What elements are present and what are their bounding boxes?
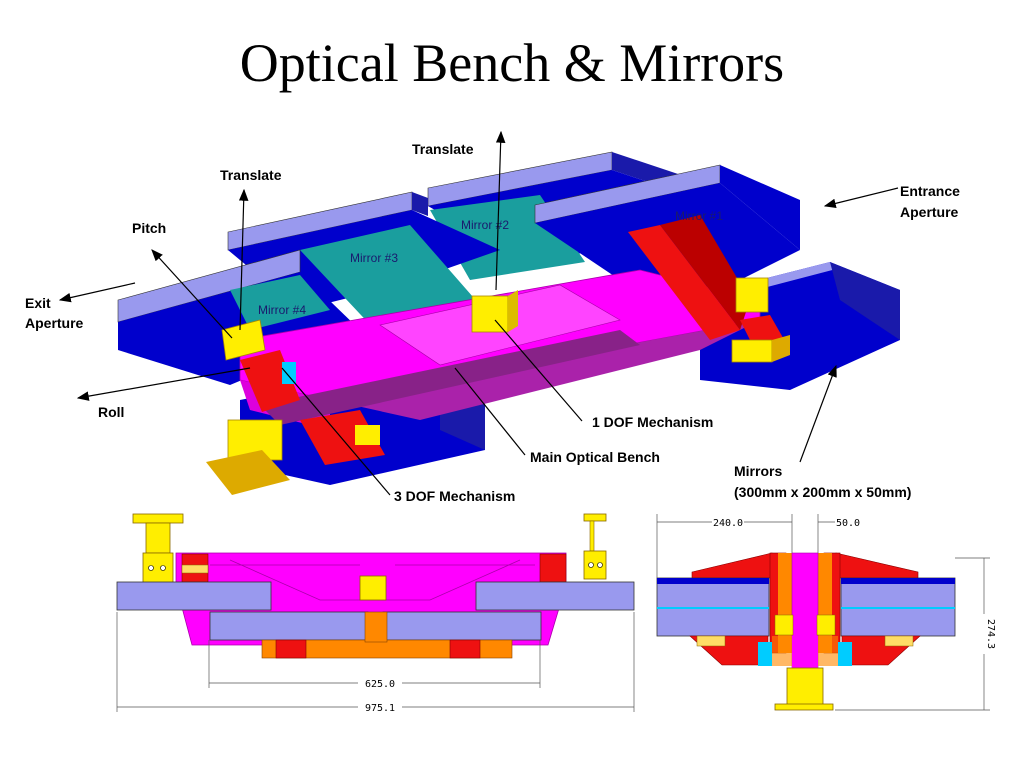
translate-left-label: Translate bbox=[220, 167, 282, 183]
1dof-mechanism bbox=[471, 290, 518, 333]
3dof-mechanism-label: 3 DOF Mechanism bbox=[394, 488, 515, 504]
page-title: Optical Bench & Mirrors bbox=[239, 33, 785, 93]
callout-labels: Translate Translate Pitch Exit Aperture … bbox=[25, 141, 960, 504]
mirror-4-label: Mirror #4 bbox=[258, 303, 306, 317]
dim-975: 975.1 bbox=[365, 703, 395, 714]
mirror-3-label: Mirror #3 bbox=[350, 251, 398, 265]
dim-274: 274.3 bbox=[985, 619, 996, 649]
callout-lines bbox=[58, 130, 899, 496]
front-elevation-view: 625.0 975.1 bbox=[116, 513, 635, 714]
left-3dof-mechanism bbox=[206, 319, 385, 495]
right-3dof-mechanism bbox=[628, 215, 790, 363]
exit-aperture-label-1: Exit bbox=[25, 295, 51, 311]
entrance-aperture-label-2: Aperture bbox=[900, 204, 959, 220]
isometric-view: Mirror #1 Mirror #2 Mirror #3 Mirror #4 bbox=[117, 151, 900, 495]
main-optical-bench-label: Main Optical Bench bbox=[530, 449, 660, 465]
side-elevation-view: 240.0 50.0 274.3 bbox=[656, 514, 996, 711]
pitch-label: Pitch bbox=[132, 220, 166, 236]
mirror-2-label: Mirror #2 bbox=[461, 218, 509, 232]
mirrors-label-2: (300mm x 200mm x 50mm) bbox=[734, 484, 911, 500]
mirror-1-label: Mirror #1 bbox=[675, 209, 723, 223]
1dof-mechanism-label: 1 DOF Mechanism bbox=[592, 414, 713, 430]
dim-50: 50.0 bbox=[836, 518, 860, 529]
entrance-aperture-label-1: Entrance bbox=[900, 183, 960, 199]
main-optical-bench bbox=[239, 269, 761, 430]
translate-top-label: Translate bbox=[412, 141, 474, 157]
mirrors-label-1: Mirrors bbox=[734, 463, 782, 479]
roll-label: Roll bbox=[98, 404, 124, 420]
exit-aperture-label-2: Aperture bbox=[25, 315, 84, 331]
dim-240: 240.0 bbox=[713, 518, 743, 529]
dim-625: 625.0 bbox=[365, 679, 395, 690]
